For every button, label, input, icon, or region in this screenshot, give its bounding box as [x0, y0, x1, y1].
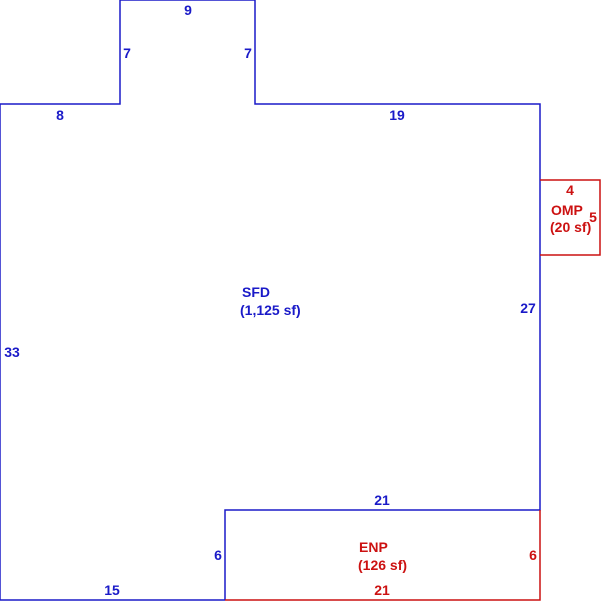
omp-name-label: OMP [551, 202, 583, 218]
dim-sfd-top-bump: 9 [184, 2, 192, 18]
dim-sfd-bottom: 15 [104, 582, 120, 598]
omp-area-label: (20 sf) [550, 219, 591, 235]
enp-outline [225, 510, 541, 601]
dim-sfd-right: 27 [520, 300, 536, 316]
sfd-outline [0, 0, 541, 601]
dim-sfd-bump-left: 7 [123, 45, 131, 61]
sfd-area-label: (1,125 sf) [240, 302, 301, 318]
enp-area-label: (126 sf) [358, 557, 407, 573]
dim-omp-side: 5 [589, 209, 597, 225]
dim-sfd-top-left: 8 [56, 107, 64, 123]
dim-enp-bottom: 21 [374, 582, 390, 598]
dim-sfd-notch-side: 6 [214, 547, 222, 563]
dim-omp-top: 4 [566, 182, 574, 198]
dim-sfd-top-right: 19 [389, 107, 405, 123]
omp-outline [540, 179, 601, 256]
dim-sfd-notch-top: 21 [374, 492, 390, 508]
enp-name-label: ENP [359, 539, 388, 555]
dim-sfd-left: 33 [4, 344, 20, 360]
sfd-name-label: SFD [242, 284, 270, 300]
dim-sfd-bump-right: 7 [244, 45, 252, 61]
dim-enp-side: 6 [529, 547, 537, 563]
